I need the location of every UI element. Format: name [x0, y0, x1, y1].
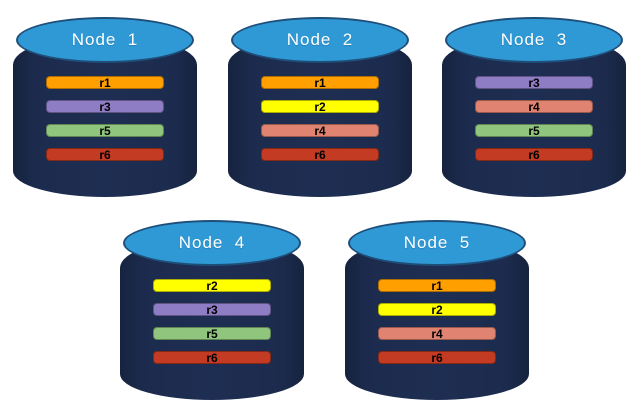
replica-list: r2 r3 r5 r6 — [153, 279, 271, 364]
replica-bar-r2: r2 — [378, 303, 496, 316]
database-node: Node 1 r1 r3 r5 r6 — [13, 9, 197, 201]
replica-bar-r3: r3 — [46, 100, 164, 113]
replica-bar-r1: r1 — [46, 76, 164, 89]
replica-bar-r6: r6 — [475, 148, 593, 161]
replica-bar-r3: r3 — [153, 303, 271, 316]
replica-bar-r5: r5 — [475, 124, 593, 137]
node-label: Node 4 — [178, 233, 246, 252]
database-node: Node 4 r2 r3 r5 r6 — [120, 212, 304, 404]
replica-bar-r1: r1 — [378, 279, 496, 292]
replica-bar-r1: r1 — [261, 76, 379, 89]
replica-bar-r2: r2 — [153, 279, 271, 292]
node-label: Node 2 — [286, 30, 354, 49]
replica-bar-r6: r6 — [261, 148, 379, 161]
replica-list: r1 r3 r5 r6 — [46, 76, 164, 161]
cylinder-top: Node 1 — [16, 17, 194, 63]
cylinder-top: Node 4 — [123, 220, 301, 266]
replica-bar-r5: r5 — [46, 124, 164, 137]
replica-bar-r4: r4 — [475, 100, 593, 113]
database-node: Node 3 r3 r4 r5 r6 — [442, 9, 626, 201]
replica-bar-r6: r6 — [153, 351, 271, 364]
database-node: Node 5 r1 r2 r4 r6 — [345, 212, 529, 404]
node-label: Node 3 — [500, 30, 568, 49]
cylinder-top: Node 3 — [445, 17, 623, 63]
replica-bar-r4: r4 — [261, 124, 379, 137]
replica-bar-r3: r3 — [475, 76, 593, 89]
replica-bar-r2: r2 — [261, 100, 379, 113]
replica-bar-r6: r6 — [46, 148, 164, 161]
replica-list: r3 r4 r5 r6 — [475, 76, 593, 161]
replica-bar-r6: r6 — [378, 351, 496, 364]
cylinder-top: Node 2 — [231, 17, 409, 63]
replica-list: r1 r2 r4 r6 — [378, 279, 496, 364]
replica-bar-r4: r4 — [378, 327, 496, 340]
node-label: Node 5 — [403, 233, 471, 252]
cylinder-top: Node 5 — [348, 220, 526, 266]
database-node: Node 2 r1 r2 r4 r6 — [228, 9, 412, 201]
replica-list: r1 r2 r4 r6 — [261, 76, 379, 161]
replica-bar-r5: r5 — [153, 327, 271, 340]
node-label: Node 1 — [71, 30, 139, 49]
